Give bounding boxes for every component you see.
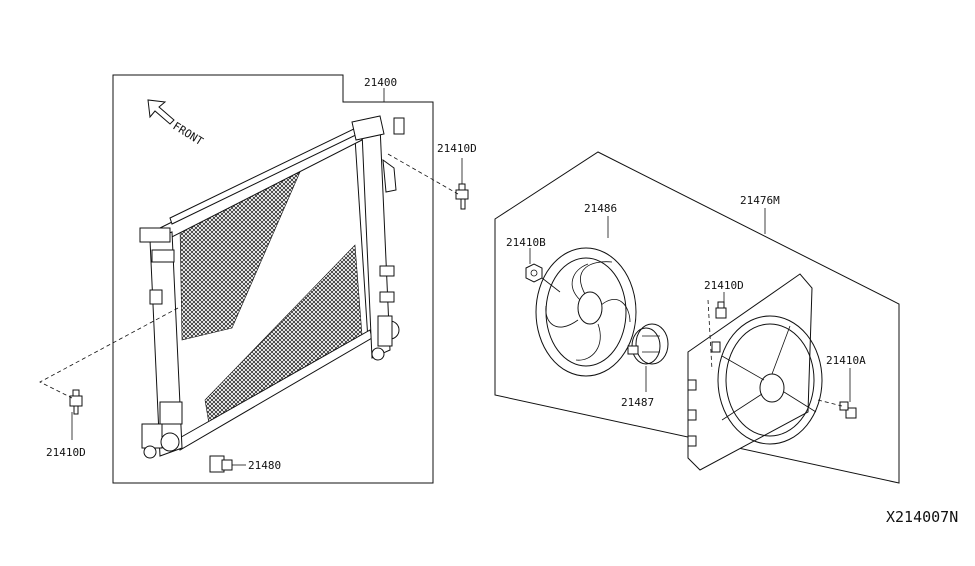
- label-nut-fan: 21410B: [506, 236, 546, 249]
- label-bolt-shroud-top: 21410D: [704, 279, 744, 292]
- label-drain-plug: 21480: [248, 459, 281, 472]
- front-label: FRONT: [170, 120, 205, 149]
- label-bolt-upper-right: 21410D: [437, 142, 477, 155]
- bolt-shroud-top-icon: [715, 301, 727, 319]
- fan-group-frame: [494, 151, 900, 484]
- bolt-lower-left-icon: [69, 389, 83, 415]
- fan-shroud-drawing: [687, 273, 823, 471]
- fan-blade-drawing: [535, 247, 637, 377]
- reference-code: X214007N: [886, 508, 958, 526]
- front-arrow-icon: [147, 99, 175, 125]
- label-bolt-lower-left: 21410D: [46, 446, 86, 459]
- nut-fan-icon: [525, 263, 543, 283]
- label-radiator: 21400: [364, 76, 397, 89]
- drain-plug-icon: [209, 455, 233, 473]
- bolt-upper-right-icon: [455, 183, 469, 210]
- label-fan-assembly: 21476M: [740, 194, 780, 207]
- radiator-drawing: [139, 115, 405, 459]
- leader-bolt-upper-right: [387, 153, 459, 195]
- label-fan-blade: 21486: [584, 202, 617, 215]
- leader-bolt-lower-left: [39, 307, 179, 399]
- radiator-group-frame: [112, 74, 434, 484]
- bolt-shroud-right-icon: [839, 401, 857, 419]
- label-fan-motor: 21487: [621, 396, 654, 409]
- label-bolt-shroud-right: 21410A: [826, 354, 866, 367]
- fan-motor-drawing: [627, 323, 669, 365]
